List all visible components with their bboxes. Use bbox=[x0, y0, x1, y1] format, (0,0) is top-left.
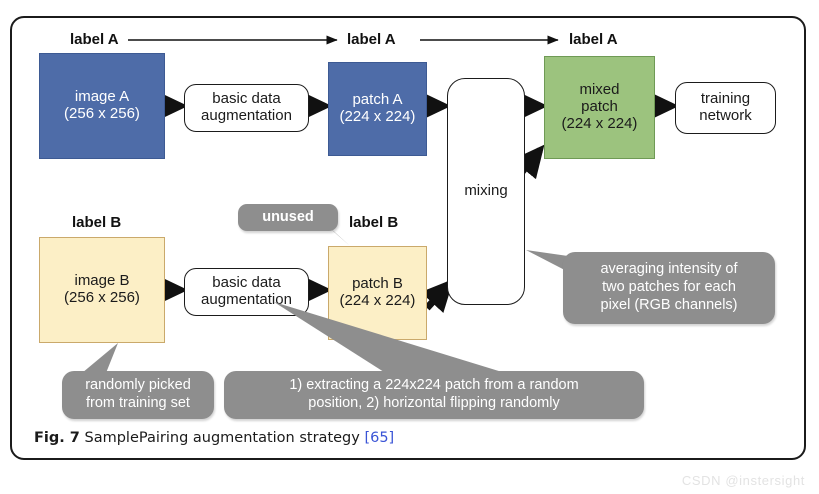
randomly-picked-callout: randomly picked from training set bbox=[62, 371, 214, 419]
aug-b-line1: basic data bbox=[212, 274, 281, 292]
figure-citation-link[interactable]: [65] bbox=[364, 430, 395, 446]
image-a-box: image A (256 x 256) bbox=[39, 53, 165, 159]
extracting-line2: position, 2) horizontal flipping randoml… bbox=[308, 395, 560, 411]
figure-caption: Fig. 7 SamplePairing augmentation strate… bbox=[34, 430, 774, 446]
image-a-title: image A bbox=[74, 88, 130, 106]
averaging-line3: pixel (RGB channels) bbox=[600, 296, 738, 313]
label-b-patch: label B bbox=[349, 214, 399, 231]
training-network-line2: network bbox=[699, 107, 752, 124]
figure-number: Fig. 7 bbox=[34, 430, 80, 446]
extracting-patch-callout: 1) extracting a 224x224 patch from a ran… bbox=[224, 371, 644, 419]
label-a-patch: label A bbox=[347, 31, 396, 48]
patch-b-title: patch B bbox=[352, 275, 403, 293]
image-b-size: (256 x 256) bbox=[64, 289, 140, 306]
figure-caption-text: SamplePairing augmentation strategy bbox=[84, 430, 360, 446]
patch-a-title: patch A bbox=[352, 91, 403, 109]
unused-callout-text: unused bbox=[262, 208, 314, 225]
unused-callout: unused bbox=[238, 204, 338, 231]
extracting-callout-tail bbox=[274, 302, 502, 372]
label-a-mixed: label A bbox=[569, 31, 618, 48]
patch-a-size: (224 x 224) bbox=[339, 108, 416, 125]
label-a-source: label A bbox=[70, 31, 119, 48]
averaging-intensity-callout: averaging intensity of two patches for e… bbox=[563, 252, 775, 324]
mixed-patch-line1: mixed bbox=[579, 81, 620, 99]
patch-a-box: patch A (224 x 224) bbox=[328, 62, 427, 156]
training-network-box[interactable]: training network bbox=[675, 82, 776, 134]
aug-a-line1: basic data bbox=[212, 90, 281, 108]
label-b-source: label B bbox=[72, 214, 122, 231]
mixed-patch-box: mixed patch (224 x 224) bbox=[544, 56, 655, 159]
averaging-line2: two patches for each bbox=[602, 279, 736, 296]
image-b-title: image B bbox=[74, 272, 130, 290]
training-network-line1: training bbox=[700, 90, 751, 108]
mixed-patch-size: (224 x 224) bbox=[561, 114, 638, 132]
diagram-canvas: label A label A label A image A (256 x 2… bbox=[12, 18, 808, 424]
image-b-box: image B (256 x 256) bbox=[39, 237, 165, 343]
aug-b-line2: augmentation bbox=[201, 291, 292, 308]
randomly-picked-line1: randomly picked bbox=[85, 377, 191, 394]
extracting-line1: 1) extracting a 224x224 patch from a ran… bbox=[289, 377, 579, 394]
csdn-watermark: CSDN @instersight bbox=[681, 473, 805, 488]
averaging-line1: averaging intensity of bbox=[600, 261, 738, 278]
mixing-box[interactable]: mixing bbox=[447, 78, 525, 305]
randomly-picked-line2: from training set bbox=[86, 395, 190, 411]
figure-frame: label A label A label A image A (256 x 2… bbox=[10, 16, 806, 460]
basic-data-augmentation-a-box[interactable]: basic data augmentation bbox=[184, 84, 309, 132]
mixed-patch-line2: patch bbox=[581, 98, 618, 116]
image-a-size: (256 x 256) bbox=[64, 105, 140, 122]
unused-callout-tail bbox=[328, 226, 350, 246]
mixing-label: mixing bbox=[464, 182, 508, 200]
aug-a-line2: augmentation bbox=[201, 107, 292, 124]
patch-b-size: (224 x 224) bbox=[339, 292, 416, 309]
